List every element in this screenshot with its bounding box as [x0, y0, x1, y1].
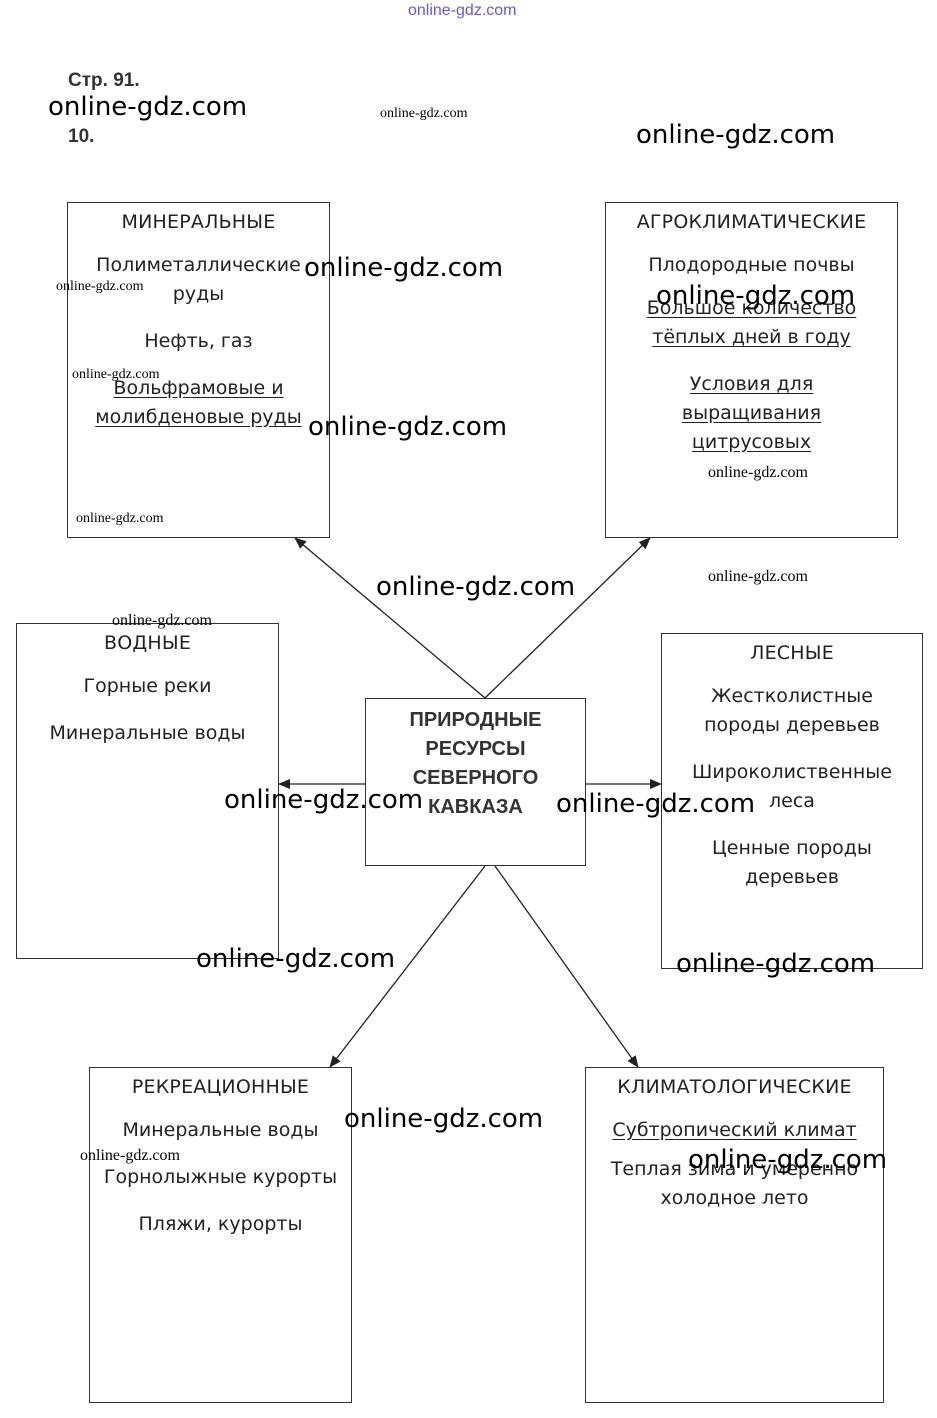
box-title: ВОДНЫЕ [103, 632, 192, 654]
arrow-to-climate [494, 865, 639, 1068]
box-mineral: МИНЕРАЛЬНЫЕ Полиметаллические руды Нефть… [67, 202, 330, 538]
list-item: Нефть, газ [144, 330, 253, 352]
box-title: КЛИМАТОЛОГИЧЕСКИЕ [617, 1076, 852, 1098]
box-title: ЛЕСНЫЕ [750, 642, 834, 664]
list-item: Горные реки [83, 675, 212, 697]
center-line: СЕВЕРНОГО [412, 767, 539, 789]
watermark: online-gdz.com [344, 1104, 544, 1134]
box-title: МИНЕРАЛЬНЫЕ [121, 211, 276, 233]
box-water: ВОДНЫЕ Горные реки Минеральные воды [16, 623, 279, 959]
list-item: Полиметаллические руды [96, 254, 301, 305]
watermark: online-gdz.com [224, 785, 424, 815]
list-item: Теплая зима и умеренно холодное лето [610, 1158, 859, 1209]
list-item: Пляжи, курорты [138, 1213, 303, 1235]
task-number: 10. [68, 126, 95, 147]
page-reference: Стр. 91. [68, 70, 140, 91]
center-line: КАВКАЗА [428, 796, 523, 818]
box-title: АГРОКЛИМАТИЧЕСКИЕ [636, 211, 867, 233]
watermark: online-gdz.com [656, 281, 856, 311]
watermark: online-gdz.com [48, 92, 248, 122]
center-line: РЕСУРСЫ [425, 738, 526, 760]
watermark: online-gdz.com [56, 279, 144, 294]
watermark: online-gdz.com [308, 412, 508, 442]
list-item: Горнолыжные курорты [103, 1166, 338, 1188]
list-item: Плодородные почвы [648, 254, 855, 276]
list-item: Минеральные воды [122, 1119, 319, 1141]
watermark: online-gdz.com [708, 464, 808, 481]
watermark: online-gdz.com [676, 949, 876, 979]
box-forest: ЛЕСНЫЕ Жестколистные породы деревьев Шир… [661, 633, 923, 969]
watermark: online-gdz.com [80, 1147, 180, 1164]
watermark: online-gdz.com [76, 511, 164, 526]
watermark: online-gdz.com [556, 789, 756, 819]
arrow-to-agro [484, 537, 651, 699]
box-title: РЕКРЕАЦИОННЫЕ [131, 1076, 310, 1098]
watermark: online-gdz.com [408, 2, 517, 19]
watermark: online-gdz.com [72, 367, 160, 382]
list-item: Жестколистные породы деревьев [704, 685, 880, 736]
list-item: Широколиственные леса [692, 761, 892, 812]
watermark: online-gdz.com [376, 572, 576, 602]
box-recreation: РЕКРЕАЦИОННЫЕ Минеральные воды Горнолыжн… [89, 1067, 352, 1403]
list-item: Ценные породы деревьев [712, 837, 872, 888]
list-item: Условия для выращивания цитрусовых [681, 373, 822, 453]
watermark: online-gdz.com [708, 568, 808, 585]
list-item: Субтропический климат [612, 1119, 857, 1141]
center-line: ПРИРОДНЫЕ [409, 709, 542, 731]
box-climatological: КЛИМАТОЛОГИЧЕСКИЕ Субтропический климат … [585, 1067, 884, 1403]
arrow-to-mineral [294, 537, 486, 699]
watermark: online-gdz.com [636, 120, 836, 150]
watermark: online-gdz.com [688, 1145, 888, 1175]
watermark: online-gdz.com [112, 612, 212, 629]
arrow-to-recreation [329, 865, 486, 1068]
watermark: online-gdz.com [304, 253, 504, 283]
list-item: Вольфрамовые и молибденовые руды [95, 377, 302, 428]
list-item: Минеральные воды [49, 722, 246, 744]
list-item: Большое количество тёплых дней в году [646, 297, 857, 348]
watermark: online-gdz.com [196, 944, 396, 974]
box-agroclimatic: АГРОКЛИМАТИЧЕСКИЕ Плодородные почвы Боль… [605, 202, 898, 538]
watermark: online-gdz.com [380, 106, 468, 121]
center-box: ПРИРОДНЫЕ РЕСУРСЫ СЕВЕРНОГО КАВКАЗА [365, 698, 586, 866]
